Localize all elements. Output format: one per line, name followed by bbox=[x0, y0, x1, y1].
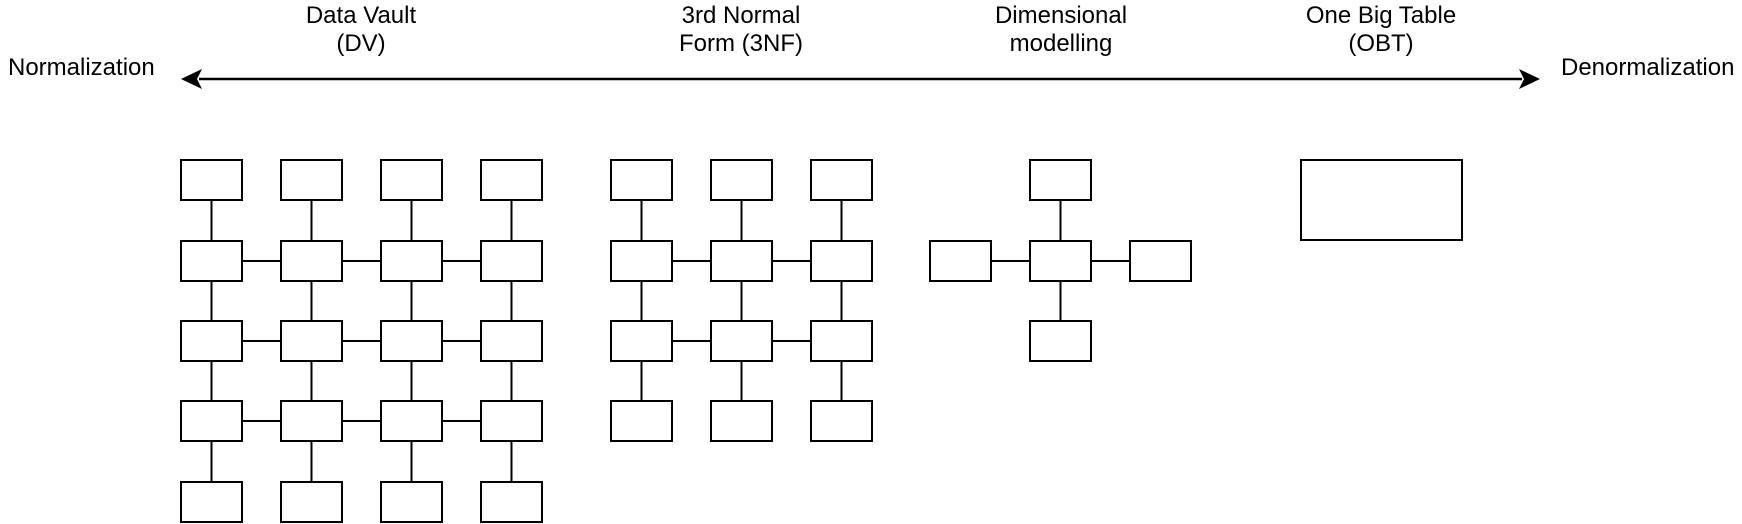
title-line: Data Vault bbox=[305, 2, 417, 29]
data-vault-table-box bbox=[480, 159, 543, 201]
third-normal-form-table-box bbox=[710, 159, 773, 201]
third-normal-form-table-box bbox=[610, 400, 673, 442]
data-vault-table-box bbox=[180, 159, 243, 201]
data-vault-table-box bbox=[480, 240, 543, 282]
title-one-big-table: One Big Table (OBT) bbox=[1306, 2, 1456, 58]
dimensional-modelling-dimension-box bbox=[1029, 320, 1092, 362]
third-normal-form-table-box bbox=[610, 320, 673, 362]
third-normal-form-table-box bbox=[810, 400, 873, 442]
data-vault-table-box bbox=[380, 481, 443, 523]
third-normal-form-table-box bbox=[610, 240, 673, 282]
data-vault-table-box bbox=[280, 481, 343, 523]
third-normal-form-table-box bbox=[810, 240, 873, 282]
title-dimensional-modelling: Dimensional modelling bbox=[995, 2, 1127, 58]
third-normal-form-table-box bbox=[710, 240, 773, 282]
third-normal-form-table-box bbox=[610, 159, 673, 201]
title-third-normal-form: 3rd Normal Form (3NF) bbox=[679, 2, 803, 58]
title-line: Dimensional bbox=[994, 2, 1128, 29]
title-line: modelling bbox=[1009, 30, 1113, 57]
normalization-label: Normalization bbox=[8, 54, 155, 81]
data-vault-table-box bbox=[180, 400, 243, 442]
right-arrowhead-icon bbox=[1519, 69, 1540, 89]
title-line: (DV) bbox=[336, 30, 386, 57]
data-vault-table-box bbox=[180, 240, 243, 282]
data-vault-table-box bbox=[280, 400, 343, 442]
third-normal-form-table-box bbox=[810, 159, 873, 201]
data-vault-table-box bbox=[480, 400, 543, 442]
data-vault-table-box bbox=[480, 481, 543, 523]
data-vault-table-box bbox=[480, 320, 543, 362]
data-vault-table-box bbox=[380, 159, 443, 201]
denormalization-label: Denormalization bbox=[1561, 54, 1735, 81]
title-line: Form (3NF) bbox=[679, 30, 803, 57]
dimensional-modelling-dimension-box bbox=[1029, 159, 1092, 201]
data-vault-table-box bbox=[380, 240, 443, 282]
title-line: One Big Table bbox=[1305, 2, 1457, 29]
data-vault-table-box bbox=[180, 481, 243, 523]
dimensional-modelling-dimension-box bbox=[1129, 240, 1192, 282]
one-big-table-big-table-box bbox=[1300, 159, 1463, 241]
data-vault-table-box bbox=[380, 320, 443, 362]
data-vault-table-box bbox=[380, 400, 443, 442]
data-vault-table-box bbox=[280, 240, 343, 282]
third-normal-form-table-box bbox=[810, 320, 873, 362]
title-line: 3rd Normal bbox=[681, 2, 801, 29]
left-arrowhead-icon bbox=[181, 69, 202, 89]
data-vault-table-box bbox=[180, 320, 243, 362]
data-vault-table-box bbox=[280, 159, 343, 201]
third-normal-form-table-box bbox=[710, 400, 773, 442]
data-vault-table-box bbox=[280, 320, 343, 362]
third-normal-form-table-box bbox=[710, 320, 773, 362]
title-data-vault: Data Vault (DV) bbox=[306, 2, 416, 58]
title-line: (OBT) bbox=[1348, 30, 1414, 57]
dimensional-modelling-dimension-box bbox=[929, 240, 992, 282]
dimensional-modelling-fact-box bbox=[1029, 240, 1092, 282]
